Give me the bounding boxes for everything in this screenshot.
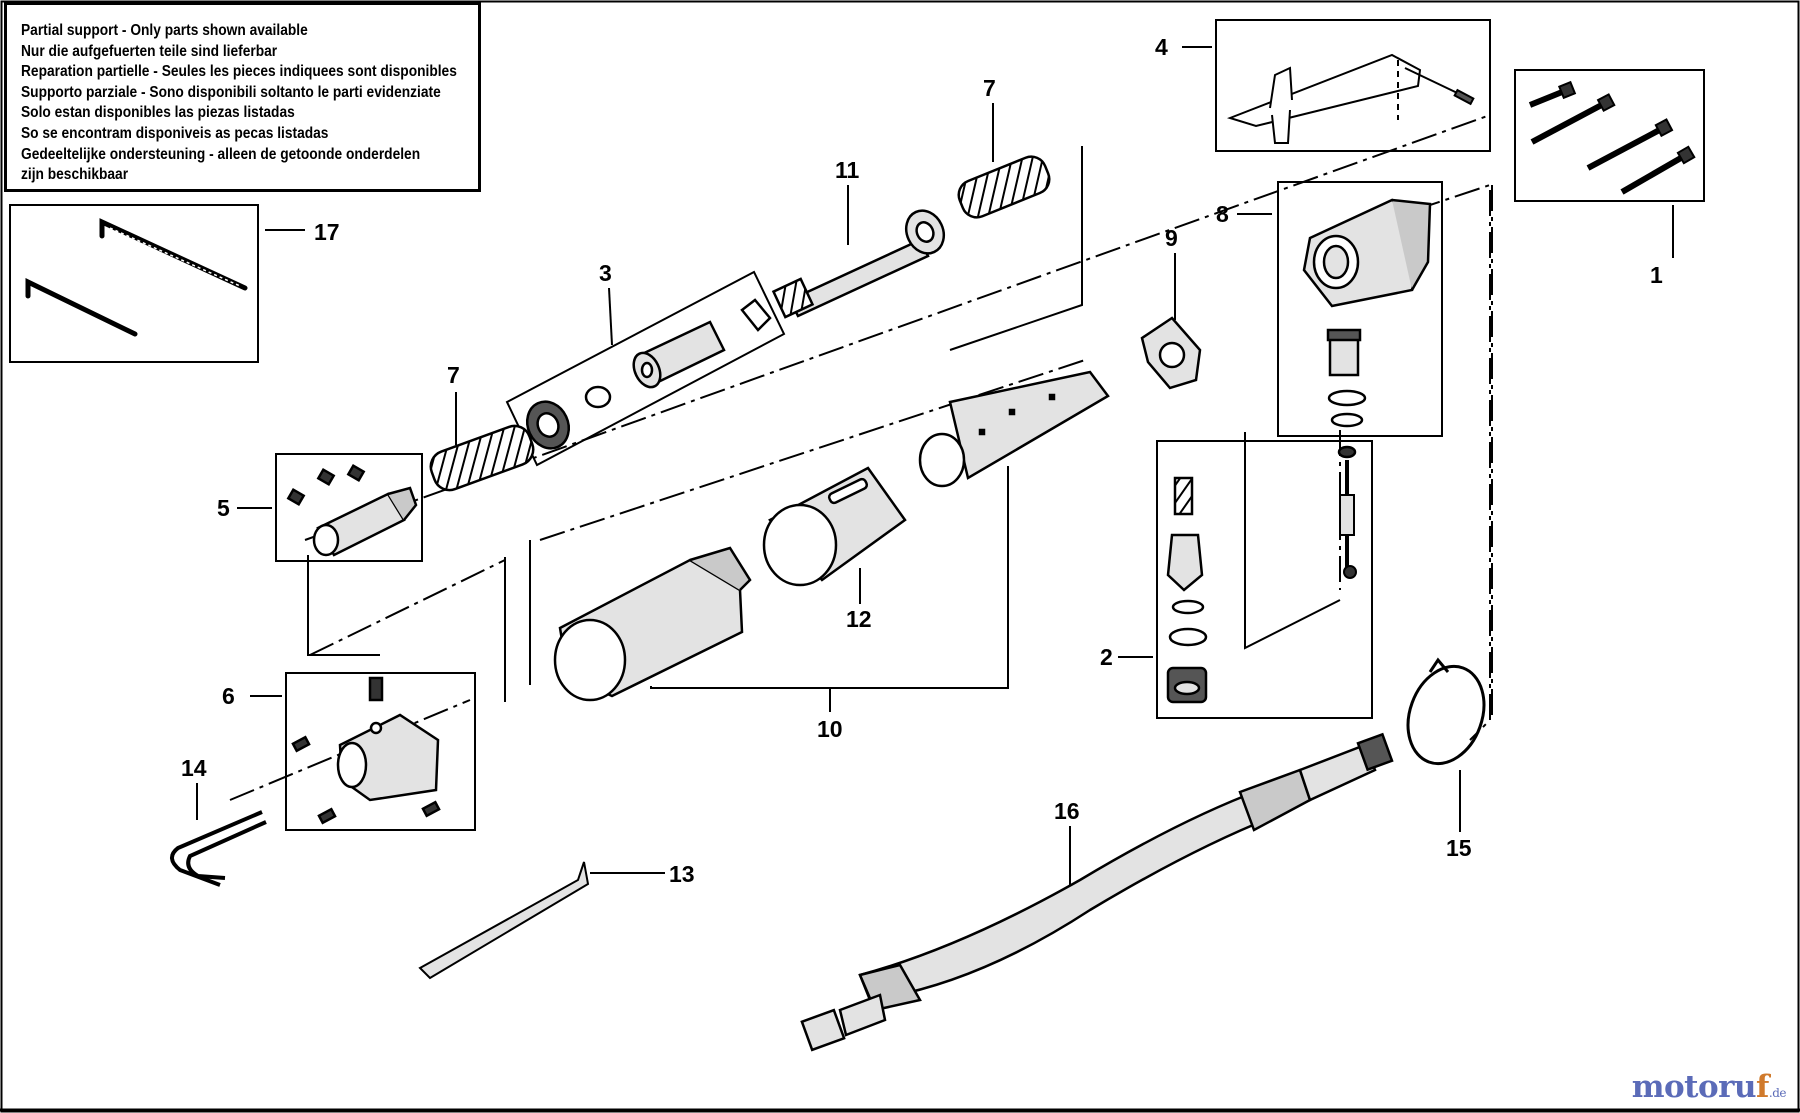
callout-4: 4 — [1155, 34, 1168, 60]
callout-7-top: 7 — [983, 75, 996, 101]
piston-group — [525, 298, 772, 450]
watermark-part3: .de — [1768, 1086, 1787, 1100]
callout-1: 1 — [1650, 262, 1663, 288]
group-box-2 — [1156, 440, 1373, 719]
callout-17: 17 — [314, 219, 340, 245]
valve-stem — [1339, 460, 1357, 579]
hook-bracket — [170, 810, 267, 887]
spring-top — [957, 155, 1051, 219]
watermark-part2: f — [1756, 1069, 1769, 1105]
site-watermark: motoruf.de — [1631, 1069, 1787, 1105]
bracket-left-column — [307, 560, 380, 656]
notice-line: zijn beschikbaar — [21, 166, 129, 184]
partial-support-notice: Partial support - Only parts shown avail… — [4, 2, 481, 192]
group-box-17 — [9, 204, 259, 363]
centerline-mid — [539, 359, 1086, 541]
bracket-7-11 — [949, 146, 1083, 351]
callout-7-left: 7 — [447, 362, 460, 388]
notice-lines: Partial support - Only parts shown avail… — [21, 21, 457, 186]
handle-housing — [291, 676, 441, 825]
notice-line: Nur die aufgefuerten teile sind lieferba… — [21, 42, 278, 60]
hose-clamp — [1406, 657, 1486, 766]
group-box-6 — [285, 672, 476, 831]
group-box-8 — [1277, 181, 1443, 437]
sleeve — [762, 466, 907, 587]
motor-housing — [1302, 198, 1432, 459]
callout-16: 16 — [1054, 798, 1080, 824]
group-box-1 — [1514, 69, 1705, 202]
air-hose — [800, 732, 1394, 1052]
leader-3 — [608, 287, 613, 346]
centerline-lower — [309, 559, 506, 656]
notice-line: Reparation partielle - Seules les pieces… — [21, 63, 457, 81]
bracket-valve — [1244, 432, 1341, 650]
callout-5: 5 — [217, 495, 230, 521]
callout-12: 12 — [846, 606, 872, 632]
notice-line: So se encontram disponiveis as pecas lis… — [21, 124, 329, 142]
tube-assembly — [553, 370, 1110, 702]
notice-line: Gedeeltelijke ondersteuning - alleen de … — [21, 145, 421, 163]
notice-line: Supporto parziale - Sono disponibili sol… — [21, 83, 441, 101]
callout-15: 15 — [1446, 835, 1472, 861]
callout-14: 14 — [181, 755, 207, 781]
callout-2: 2 — [1100, 644, 1113, 670]
callout-6: 6 — [222, 683, 235, 709]
callout-10: 10 — [817, 716, 843, 742]
notice-line: Solo estan disponibles las piezas listad… — [21, 104, 295, 122]
watermark-part1: motoru — [1631, 1069, 1757, 1105]
centerline-right-loop — [1414, 183, 1491, 741]
gasket-plate — [1140, 316, 1202, 390]
drive-shaft — [771, 209, 946, 319]
callout-8: 8 — [1216, 201, 1229, 227]
chuck-body — [286, 463, 418, 557]
hex-key-set — [25, 218, 248, 337]
group-box-5 — [275, 453, 423, 562]
callout-3: 3 — [599, 260, 612, 286]
bracket-lever — [1226, 53, 1475, 144]
callout-9: 9 — [1165, 225, 1178, 251]
callout-11: 11 — [835, 157, 860, 183]
spring-left — [429, 424, 535, 492]
valve-assembly — [1166, 476, 1208, 704]
group-box-4 — [1215, 19, 1491, 152]
screw-set — [1528, 80, 1696, 195]
notice-line: Partial support - Only parts shown avail… — [21, 22, 308, 39]
blade — [418, 861, 590, 980]
callout-13: 13 — [669, 861, 695, 887]
